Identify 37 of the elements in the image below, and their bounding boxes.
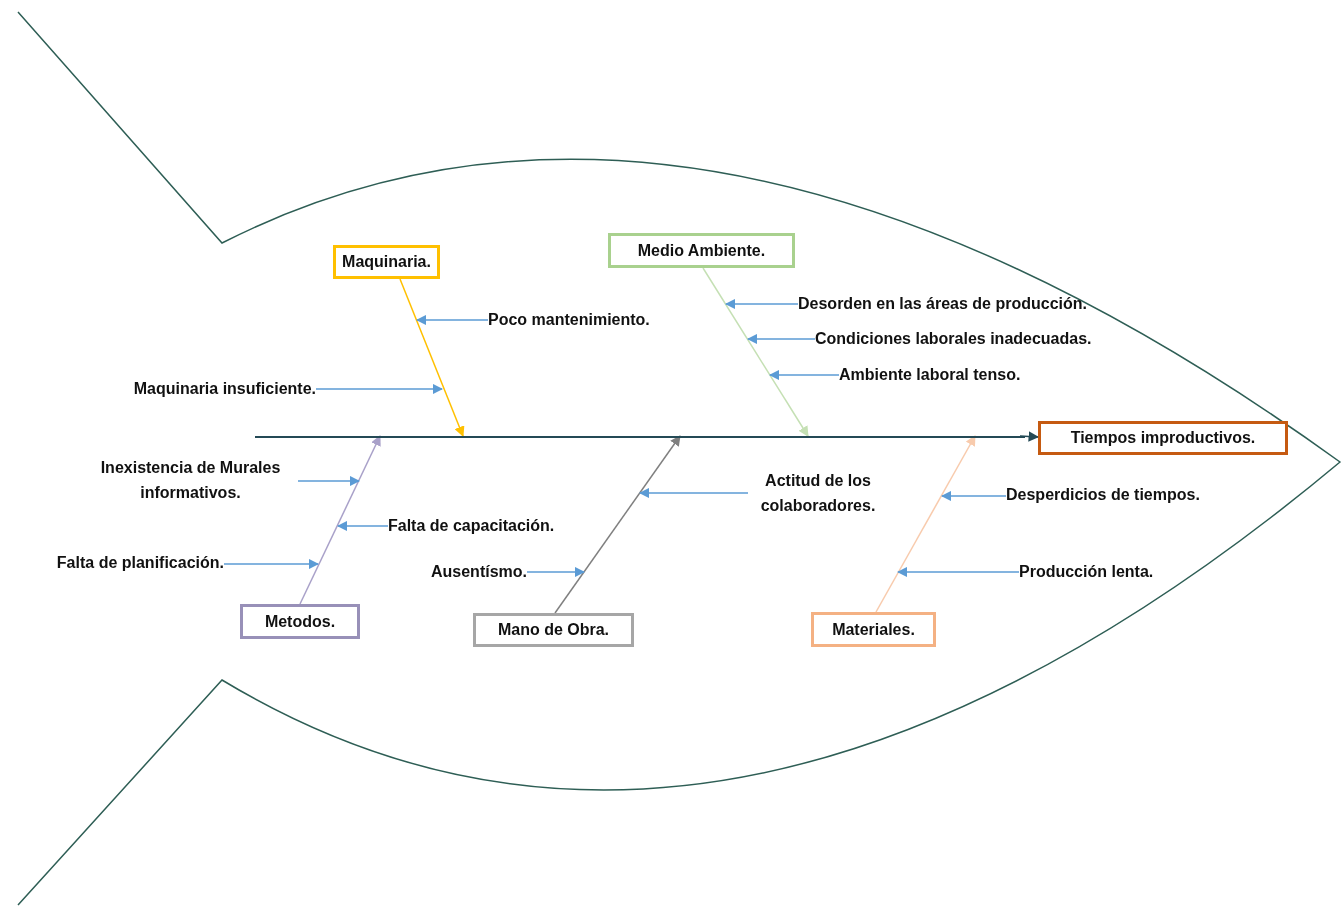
arrow xyxy=(702,267,809,437)
cause-label: Desperdicios de tiempos. xyxy=(1006,484,1200,506)
category-box: Materiales. xyxy=(811,612,936,647)
leader-arrow xyxy=(526,566,586,578)
category-box: Maquinaria. xyxy=(333,245,440,279)
cause-label: Ausentísmo. xyxy=(431,561,527,583)
leader-arrow xyxy=(415,314,489,326)
category-box: Medio Ambiente. xyxy=(608,233,795,268)
leader-arrow xyxy=(896,566,1020,578)
cause-label: Falta de planificación. xyxy=(56,552,224,574)
spine-line xyxy=(255,436,1025,438)
cause-label: Inexistencia de Murales informativos. xyxy=(83,455,298,505)
leader-arrow xyxy=(638,487,749,499)
arrow xyxy=(399,278,465,437)
leader-arrow xyxy=(746,333,816,345)
leader-arrow xyxy=(768,369,840,381)
leader-arrow xyxy=(297,475,361,487)
cause-label: Poco mantenimiento. xyxy=(488,309,650,331)
arrow xyxy=(554,435,681,614)
cause-label: Falta de capacitación. xyxy=(388,515,555,537)
cause-label: Desorden en las áreas de producción. xyxy=(798,293,1087,315)
leader-arrow xyxy=(336,520,389,532)
arrow xyxy=(875,435,976,613)
cause-label: Producción lenta. xyxy=(1019,561,1154,583)
leader-arrow xyxy=(724,298,799,310)
effect-box: Tiempos improductivos. xyxy=(1038,421,1288,455)
cause-label: Condiciones laborales inadecuadas. xyxy=(815,328,1092,350)
cause-label: Actitud de los colaboradores. xyxy=(748,468,888,518)
cause-label: Ambiente laboral tenso. xyxy=(839,364,1021,386)
arrow xyxy=(299,435,381,605)
leader-arrow xyxy=(315,383,444,395)
category-box: Mano de Obra. xyxy=(473,613,634,647)
category-box: Metodos. xyxy=(240,604,360,639)
arrow xyxy=(1019,431,1040,442)
cause-label: Maquinaria insuficiente. xyxy=(133,378,316,400)
leader-arrow xyxy=(940,490,1007,502)
leader-arrow xyxy=(223,558,320,570)
